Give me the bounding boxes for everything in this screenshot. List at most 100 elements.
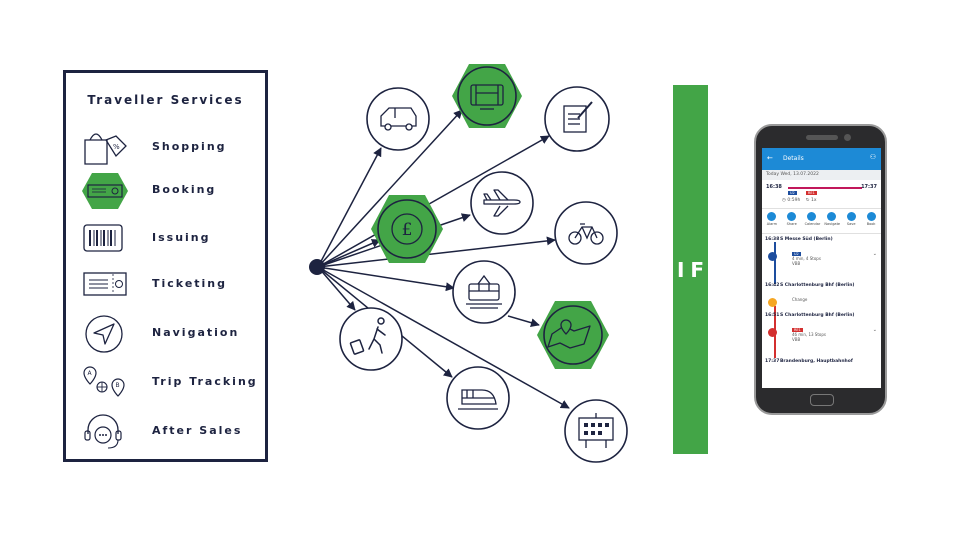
traveller-icon	[349, 317, 386, 355]
clock-icon: ◷	[782, 198, 786, 203]
ubahn-icon	[768, 252, 777, 261]
service-trip-tracking[interactable]: A B Trip Tracking	[80, 363, 260, 403]
duration: 0:59h	[787, 198, 801, 203]
connector	[317, 266, 356, 311]
segment-info: 46 min, 13 Stops	[792, 332, 826, 337]
node-train[interactable]	[452, 260, 516, 324]
book-icon	[866, 212, 876, 221]
stop-row[interactable]: 17:37 Brandenburg, Hauptbahnhof	[762, 356, 881, 370]
changes-count: 1x	[811, 198, 817, 203]
walk-icon	[768, 298, 777, 307]
connector	[317, 135, 550, 268]
route-summary[interactable]: 16:38 17:37 U2 RE1 ◷ 0:59h ↻ 1x	[762, 180, 881, 208]
segment-info: 4 min, 4 Stops	[792, 256, 821, 261]
bicycle-icon	[568, 223, 604, 245]
chevron-down-icon[interactable]: ⌄	[872, 251, 877, 257]
node-map[interactable]	[537, 301, 609, 369]
action-book[interactable]: Book	[864, 212, 878, 226]
arrival-time: 17:37	[861, 184, 877, 190]
service-navigation[interactable]: Navigation	[80, 314, 260, 354]
node-bicycle[interactable]	[554, 201, 618, 265]
train-icon	[466, 274, 502, 309]
line-badge-u: U2	[788, 191, 797, 195]
departure-board-icon	[578, 413, 614, 448]
service-label: Trip Tracking	[152, 375, 258, 388]
shopping-bag-icon: %	[84, 133, 127, 165]
navigate-icon	[826, 212, 836, 221]
service-ticketing[interactable]: Ticketing	[80, 265, 260, 305]
stop-time: 17:37	[765, 359, 780, 364]
action-calendar[interactable]: Calendar	[804, 212, 821, 226]
journey-list: 16:38 S Messe Süd (Berlin) U2 4 min, 4 S…	[762, 234, 881, 370]
connector	[317, 239, 381, 268]
tram-icon	[470, 84, 504, 110]
transfer-icon: ↻	[805, 198, 810, 203]
stop-time: 16:42	[765, 283, 780, 288]
route-line	[788, 187, 862, 189]
node-high-speed-train[interactable]	[446, 366, 510, 430]
node-plane[interactable]	[470, 171, 534, 235]
phone-home-button[interactable]	[810, 394, 834, 406]
action-share[interactable]: Share	[785, 212, 799, 226]
node-notepad[interactable]	[544, 86, 610, 152]
service-label: Ticketing	[152, 277, 228, 290]
service-after-sales[interactable]: After Sales	[80, 412, 260, 452]
save-icon	[846, 212, 856, 221]
trip-date: Today Wed, 13.07.2022	[762, 170, 881, 180]
action-save[interactable]: Save	[844, 212, 858, 226]
node-payment[interactable]: £	[371, 195, 443, 263]
connector	[317, 147, 382, 268]
notepad-icon	[563, 101, 593, 133]
segment-re[interactable]: RE1 46 min, 13 Stops VBB ⌄	[762, 324, 881, 356]
bell-icon	[767, 212, 777, 221]
map-pin-icon	[547, 319, 591, 349]
node-car[interactable]	[366, 87, 430, 151]
node-departure-board[interactable]	[564, 399, 628, 463]
stop-name: S Charlottenburg Bhf (Berlin)	[780, 283, 855, 288]
action-label: Save	[846, 222, 856, 226]
phone-mockup: ← Details ⚇ Today Wed, 13.07.2022 16:38 …	[754, 124, 887, 415]
hub-node	[309, 259, 325, 275]
interface-label: IF	[676, 257, 711, 282]
connector	[317, 236, 556, 268]
action-label: Share	[786, 222, 797, 226]
action-bar: Alarm Share Calendar Navigate Save Book	[762, 208, 881, 234]
navigation-arrow-icon	[85, 315, 123, 353]
high-speed-train-icon	[458, 389, 498, 410]
stop-name: Brandenburg, Hauptbahnhof	[780, 359, 853, 364]
back-arrow-icon[interactable]: ←	[767, 154, 773, 162]
stop-name: S Messe Süd (Berlin)	[780, 237, 833, 242]
app-title: Details	[783, 155, 804, 162]
svg-text:B: B	[116, 382, 120, 389]
calendar-icon	[807, 212, 817, 221]
line-badge-re: RE1	[792, 328, 803, 332]
headset-icon	[84, 414, 122, 449]
stop-row[interactable]: 16:38 S Messe Süd (Berlin)	[762, 234, 881, 248]
phone-speaker	[806, 135, 838, 140]
route-icon: A B	[83, 366, 125, 397]
ticket-icon	[82, 173, 128, 209]
service-booking[interactable]: Booking	[80, 171, 260, 211]
segment-u[interactable]: U2 4 min, 4 Stops VBB ⌄	[762, 248, 881, 280]
traveller-services-panel: Traveller Services % Shopping Booking	[63, 70, 268, 462]
stop-row[interactable]: 16:51 S Charlottenburg Bhf (Berlin)	[762, 310, 881, 324]
node-traveller[interactable]	[339, 307, 403, 371]
stop-row[interactable]: 16:42 S Charlottenburg Bhf (Berlin)	[762, 280, 881, 294]
car-icon	[380, 107, 417, 131]
user-icon[interactable]: ⚇	[869, 153, 876, 161]
phone-screen: ← Details ⚇ Today Wed, 13.07.2022 16:38 …	[762, 148, 881, 388]
chevron-down-icon[interactable]: ⌄	[872, 327, 877, 333]
service-label: Navigation	[152, 326, 240, 339]
service-label: Shopping	[152, 140, 227, 153]
share-icon	[787, 212, 797, 221]
action-label: Calendar	[804, 222, 821, 226]
action-alarm[interactable]: Alarm	[765, 212, 779, 226]
phone-camera	[844, 134, 851, 141]
service-issuing[interactable]: Issuing	[80, 219, 260, 259]
action-navigate[interactable]: Navigate	[824, 212, 840, 226]
service-shopping[interactable]: % Shopping	[80, 128, 260, 168]
plane-icon	[483, 189, 521, 217]
node-tram[interactable]	[452, 64, 522, 128]
svg-text:£: £	[402, 220, 413, 240]
line-badge-re: RE1	[805, 191, 817, 195]
